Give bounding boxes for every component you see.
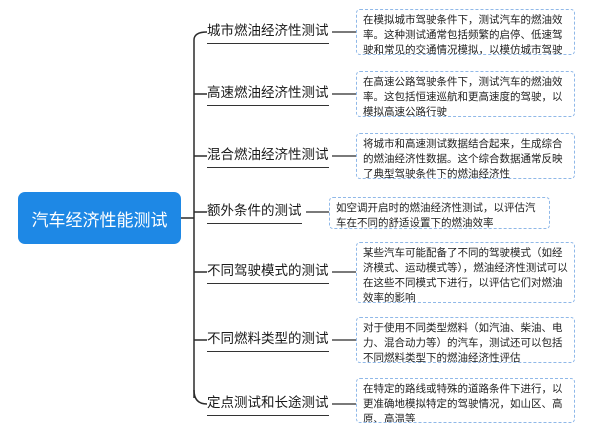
note-highway-fuel-economy: 在高速公路驾驶条件下，测试汽车的燃油效率。这包括恒速巡航和更高速度的驾驶，以模拟…	[356, 71, 575, 117]
note-route-and-long-distance: 在特定的路线或特殊的道路条件下进行，以更准确地模拟特定的驾驶情况，如山区、高原、…	[356, 378, 575, 423]
topic-highway-fuel-economy-test[interactable]: 高速燃油经济性测试	[207, 82, 329, 106]
note-combined-fuel-economy: 将城市和高速测试数据结合起来，生成综合的燃油经济性数据。这个综合数据通常反映了典…	[356, 133, 575, 179]
note-extra-conditions: 如空调开启时的燃油经济性测试，以评估汽车在不同的舒适设置下的燃油效率	[329, 197, 550, 229]
topic-combined-fuel-economy-test[interactable]: 混合燃油经济性测试	[207, 144, 329, 168]
branch-link-1	[193, 31, 208, 41]
topic-extra-conditions-test[interactable]: 额外条件的测试	[207, 200, 302, 224]
note-fuel-types: 对于使用不同类型燃料（如汽油、柴油、电力、混合动力等）的汽车，测试还可以包括不同…	[356, 317, 575, 363]
topic-drive-modes-test[interactable]: 不同驾驶模式的测试	[207, 260, 329, 284]
branch-link-7	[193, 389, 208, 405]
root-topic[interactable]: 汽车经济性能测试	[18, 192, 181, 244]
topic-fuel-types-test[interactable]: 不同燃料类型的测试	[207, 328, 329, 352]
note-city-fuel-economy: 在模拟城市驾驶条件下，测试汽车的燃油效率。这种测试通常包括频繁的启停、低速驾驶和…	[356, 9, 575, 55]
note-drive-modes: 某些汽车可能配备了不同的驾驶模式（如经济模式、运动模式等），燃油经济性测试可以在…	[356, 242, 575, 303]
topic-city-fuel-economy-test[interactable]: 城市燃油经济性测试	[207, 20, 329, 44]
topic-route-and-long-distance-test[interactable]: 定点测试和长途测试	[207, 392, 329, 416]
